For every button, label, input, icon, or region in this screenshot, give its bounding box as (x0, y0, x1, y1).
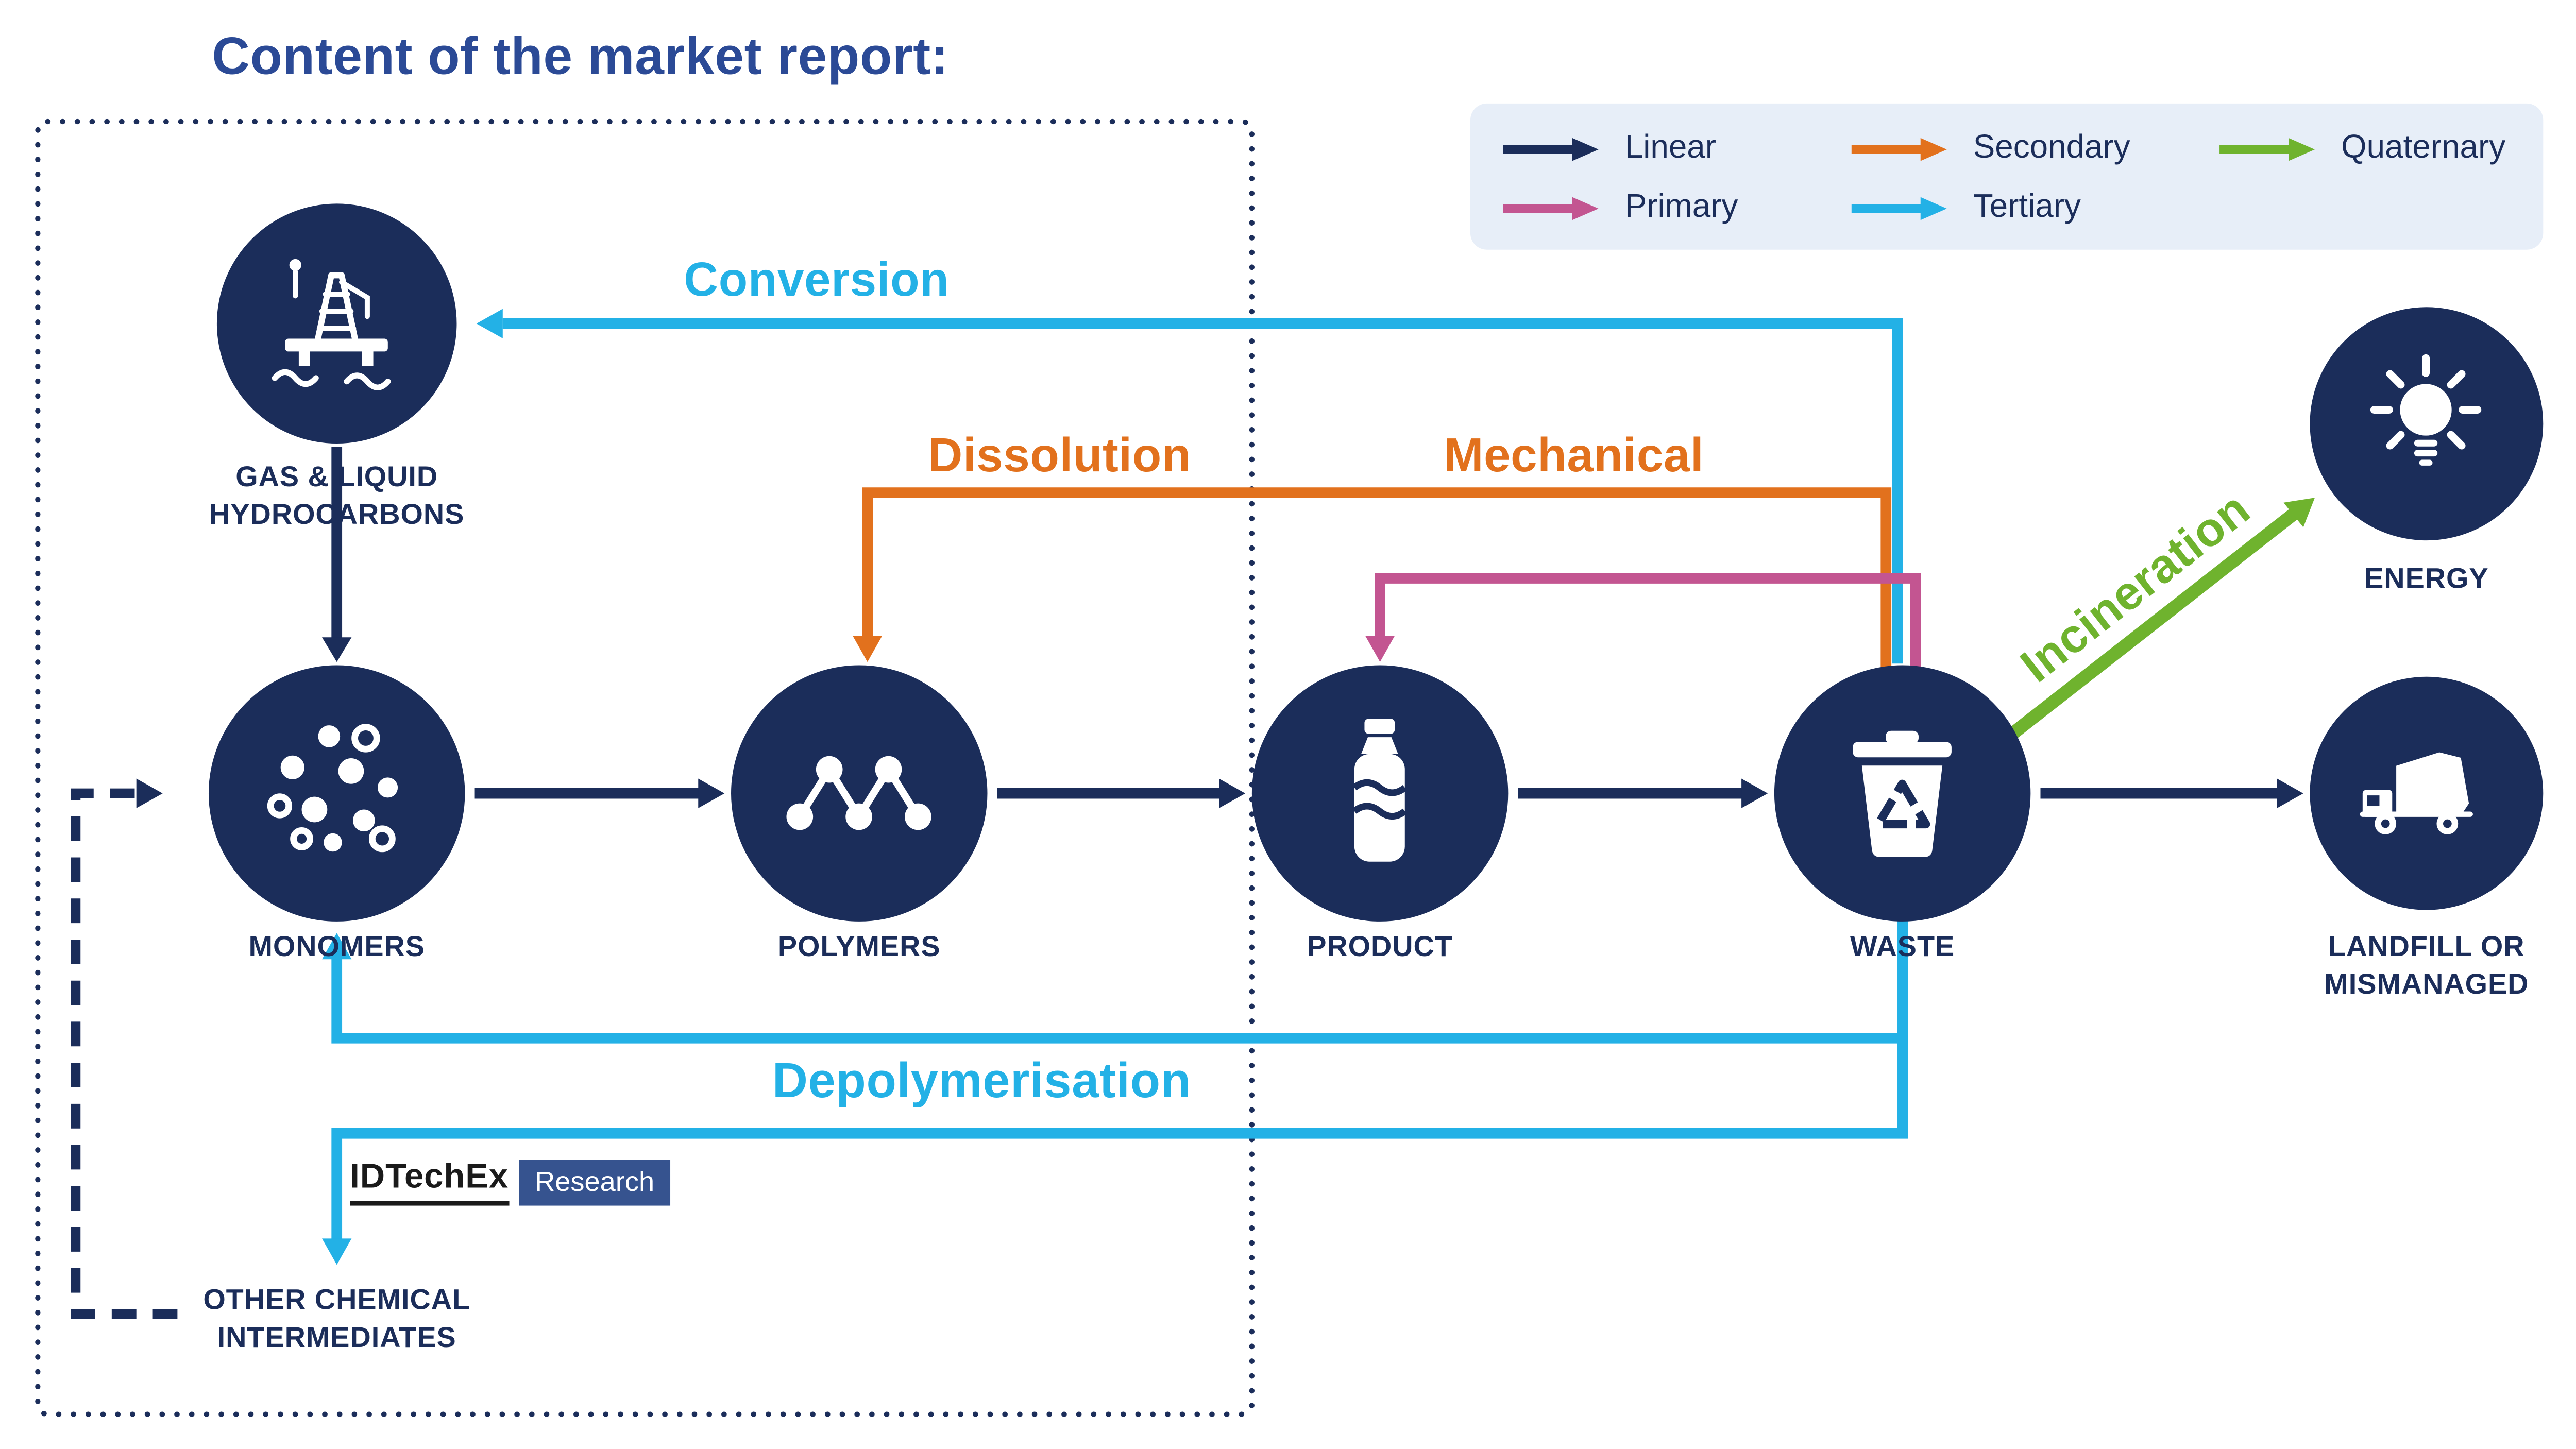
label-hydrocarbons: GAS & LIQUID HYDROCARBONS (209, 459, 465, 531)
polymer-chain-icon (787, 756, 932, 830)
legend-item-linear: Linear (1500, 127, 1848, 171)
label-waste: WASTE (1850, 929, 1955, 963)
recycle-symbol-icon (1874, 780, 1930, 829)
legend-item-primary: Primary (1500, 185, 1848, 230)
label-polymers: POLYMERS (777, 929, 941, 963)
bottle-icon (1352, 719, 1408, 863)
linear-arrow-polymers-to-product (997, 778, 1246, 808)
quaternary-incineration-arrow (2003, 498, 2315, 743)
node-waste (1774, 665, 2031, 922)
legend-label: Secondary (1973, 129, 2130, 166)
label-product: PRODUCT (1307, 929, 1453, 963)
oil-rig-icon (272, 259, 392, 391)
node-energy (2310, 307, 2544, 541)
idtechex-logo: IDTechEx Research (350, 1158, 671, 1206)
legend-label: Quaternary (2341, 129, 2506, 166)
quaternary-arrow-icon (2219, 137, 2315, 160)
linear-arrow-monomers-to-polymers (474, 778, 725, 808)
primary-recycling-arrow (1365, 573, 1921, 667)
node-hydrocarbons (216, 203, 457, 444)
label-landfill: LANDFILL OR MISMANAGED (2324, 929, 2529, 1001)
idtechex-brand-text: IDTechEx (350, 1158, 509, 1206)
tertiary-depolymerisation-arrow (322, 919, 1908, 1044)
linear-arrow-waste-to-landfill (2040, 778, 2303, 808)
garbage-truck-icon (2360, 753, 2474, 836)
primary-arrow-icon (1503, 196, 1599, 219)
molecules-icon (267, 724, 398, 853)
flow-label-conversion: Conversion (684, 254, 950, 308)
legend-item-quaternary: Quaternary (2216, 127, 2544, 171)
dashed-intermediates-to-monomers-arrow (71, 778, 178, 1319)
label-monomers: MONOMERS (248, 929, 425, 963)
recycling-bin-icon (1853, 731, 1952, 858)
legend-label: Linear (1624, 129, 1717, 166)
legend-label: Primary (1624, 189, 1738, 225)
legend-item-secondary: Secondary (1848, 127, 2216, 171)
flow-label-depolymerisation: Depolymerisation (772, 1054, 1191, 1109)
idtechex-research-badge: Research (518, 1158, 671, 1205)
flow-label-mechanical: Mechanical (1444, 430, 1704, 483)
label-other-chemical-intermediates: OTHER CHEMICAL INTERMEDIATES (203, 1283, 471, 1354)
label-energy: ENERGY (2364, 561, 2489, 595)
secondary-arrow-icon (1851, 137, 1947, 160)
legend-item-tertiary: Tertiary (1848, 185, 2216, 230)
flow-label-dissolution: Dissolution (928, 430, 1192, 483)
linear-arrow-product-to-waste (1518, 778, 1768, 808)
light-bulb-icon (2371, 355, 2482, 467)
node-polymers (731, 665, 988, 922)
legend-label: Tertiary (1973, 189, 2081, 225)
secondary-mechanical-dissolution-arrow (852, 487, 1892, 667)
legend: Linear Secondary Quaternary Primary Tert… (1470, 103, 2544, 250)
node-monomers (208, 665, 465, 922)
node-product (1251, 665, 1509, 922)
linear-arrow-icon (1503, 137, 1599, 160)
node-landfill (2310, 676, 2544, 910)
tertiary-conversion-arrow (476, 309, 1903, 664)
page-title: Content of the market report: (212, 26, 949, 86)
tertiary-arrow-icon (1851, 196, 1947, 219)
